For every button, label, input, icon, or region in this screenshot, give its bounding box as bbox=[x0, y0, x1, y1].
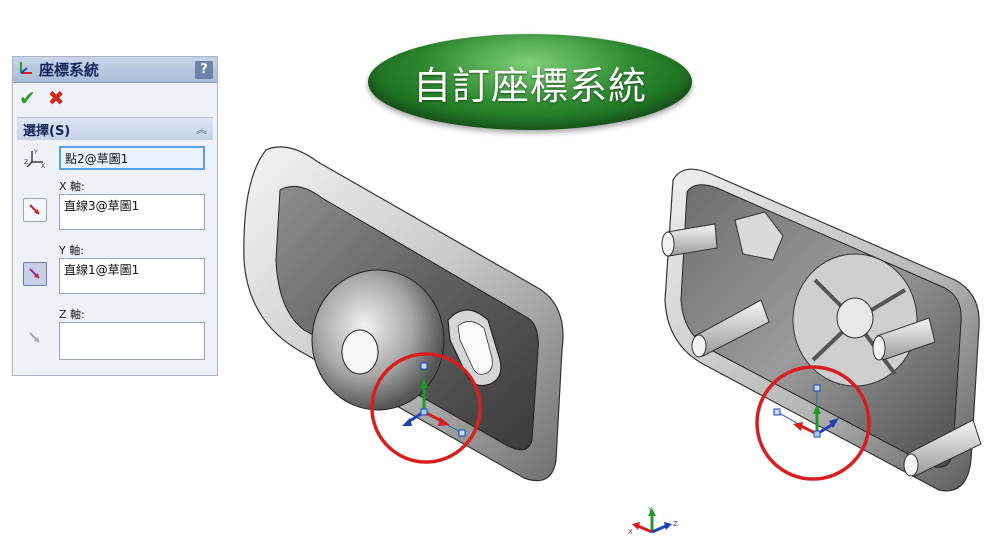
title-banner: 自訂座標系統 bbox=[368, 34, 692, 130]
triad-z-label: Z bbox=[673, 520, 678, 528]
x-axis-label: X 軸: bbox=[59, 180, 85, 193]
y-axis-row: Y 軸: 直線1@草圖1 bbox=[17, 242, 213, 306]
triad-x-label: X bbox=[628, 528, 633, 536]
reference-triad: Y X Z bbox=[628, 506, 678, 536]
svg-text:Y: Y bbox=[33, 149, 38, 156]
y-axis-label: Y 軸: bbox=[59, 244, 84, 257]
selections-section: 選擇(S) ︽ Y X Z 點2@草圖1 X 軸: bbox=[17, 117, 213, 366]
part-dish bbox=[311, 269, 445, 411]
cancel-x-button[interactable]: ✖ bbox=[47, 86, 65, 110]
highlight-circle-right bbox=[755, 365, 871, 481]
svg-text:X: X bbox=[41, 163, 45, 169]
banner-title: 自訂座標系統 bbox=[412, 63, 647, 108]
triad-y-label: Y bbox=[647, 506, 653, 514]
part-front-view bbox=[243, 146, 564, 482]
svg-text:Z: Z bbox=[24, 159, 28, 166]
clip-feature bbox=[734, 211, 784, 261]
highlight-circle-left bbox=[370, 352, 482, 464]
origin-triad-icon: Y X Z bbox=[23, 146, 47, 170]
part-back-view bbox=[661, 168, 982, 492]
collapse-chevron-icon[interactable]: ︽ bbox=[196, 123, 207, 136]
z-axis-label: Z 軸: bbox=[59, 308, 85, 321]
x-axis-input[interactable]: 直線3@草圖1 bbox=[59, 194, 205, 230]
coordinate-system-panel: 座標系統 ? ✔ ✖ 選擇(S) ︽ Y X Z 點2@草圖1 bbox=[12, 56, 218, 376]
help-button[interactable]: ? bbox=[195, 60, 213, 79]
z-axis-row: Z 軸: bbox=[17, 306, 213, 366]
triad-z-axis bbox=[651, 524, 667, 534]
coordinate-triad-right bbox=[773, 384, 839, 438]
z-axis-input[interactable] bbox=[59, 322, 205, 360]
origin-input[interactable]: 點2@草圖1 bbox=[59, 146, 205, 170]
section-title: 選擇(S) bbox=[23, 123, 71, 139]
panel-header: 座標系統 ? bbox=[13, 57, 217, 83]
selections-section-header[interactable]: 選擇(S) ︽ bbox=[17, 118, 213, 140]
y-axis-input[interactable]: 直線1@草圖1 bbox=[59, 258, 205, 294]
origin-row: Y X Z 點2@草圖1 bbox=[17, 140, 213, 178]
action-row: ✔ ✖ bbox=[13, 83, 217, 113]
panel-title: 座標系統 bbox=[39, 61, 100, 79]
x-axis-direction-button[interactable] bbox=[23, 198, 47, 222]
ok-checkmark-button[interactable]: ✔ bbox=[19, 86, 36, 110]
coordinate-triad-left bbox=[402, 362, 466, 437]
y-axis-direction-button[interactable] bbox=[23, 262, 47, 286]
reverse-direction-icon bbox=[29, 268, 40, 279]
coordinate-system-icon bbox=[17, 59, 35, 81]
part-hole bbox=[341, 329, 379, 375]
triad-x-axis bbox=[637, 524, 653, 534]
reverse-direction-icon bbox=[29, 204, 40, 215]
x-axis-row: X 軸: 直線3@草圖1 bbox=[17, 178, 213, 242]
z-axis-direction-icon bbox=[23, 326, 47, 350]
boss-pins bbox=[661, 223, 982, 477]
